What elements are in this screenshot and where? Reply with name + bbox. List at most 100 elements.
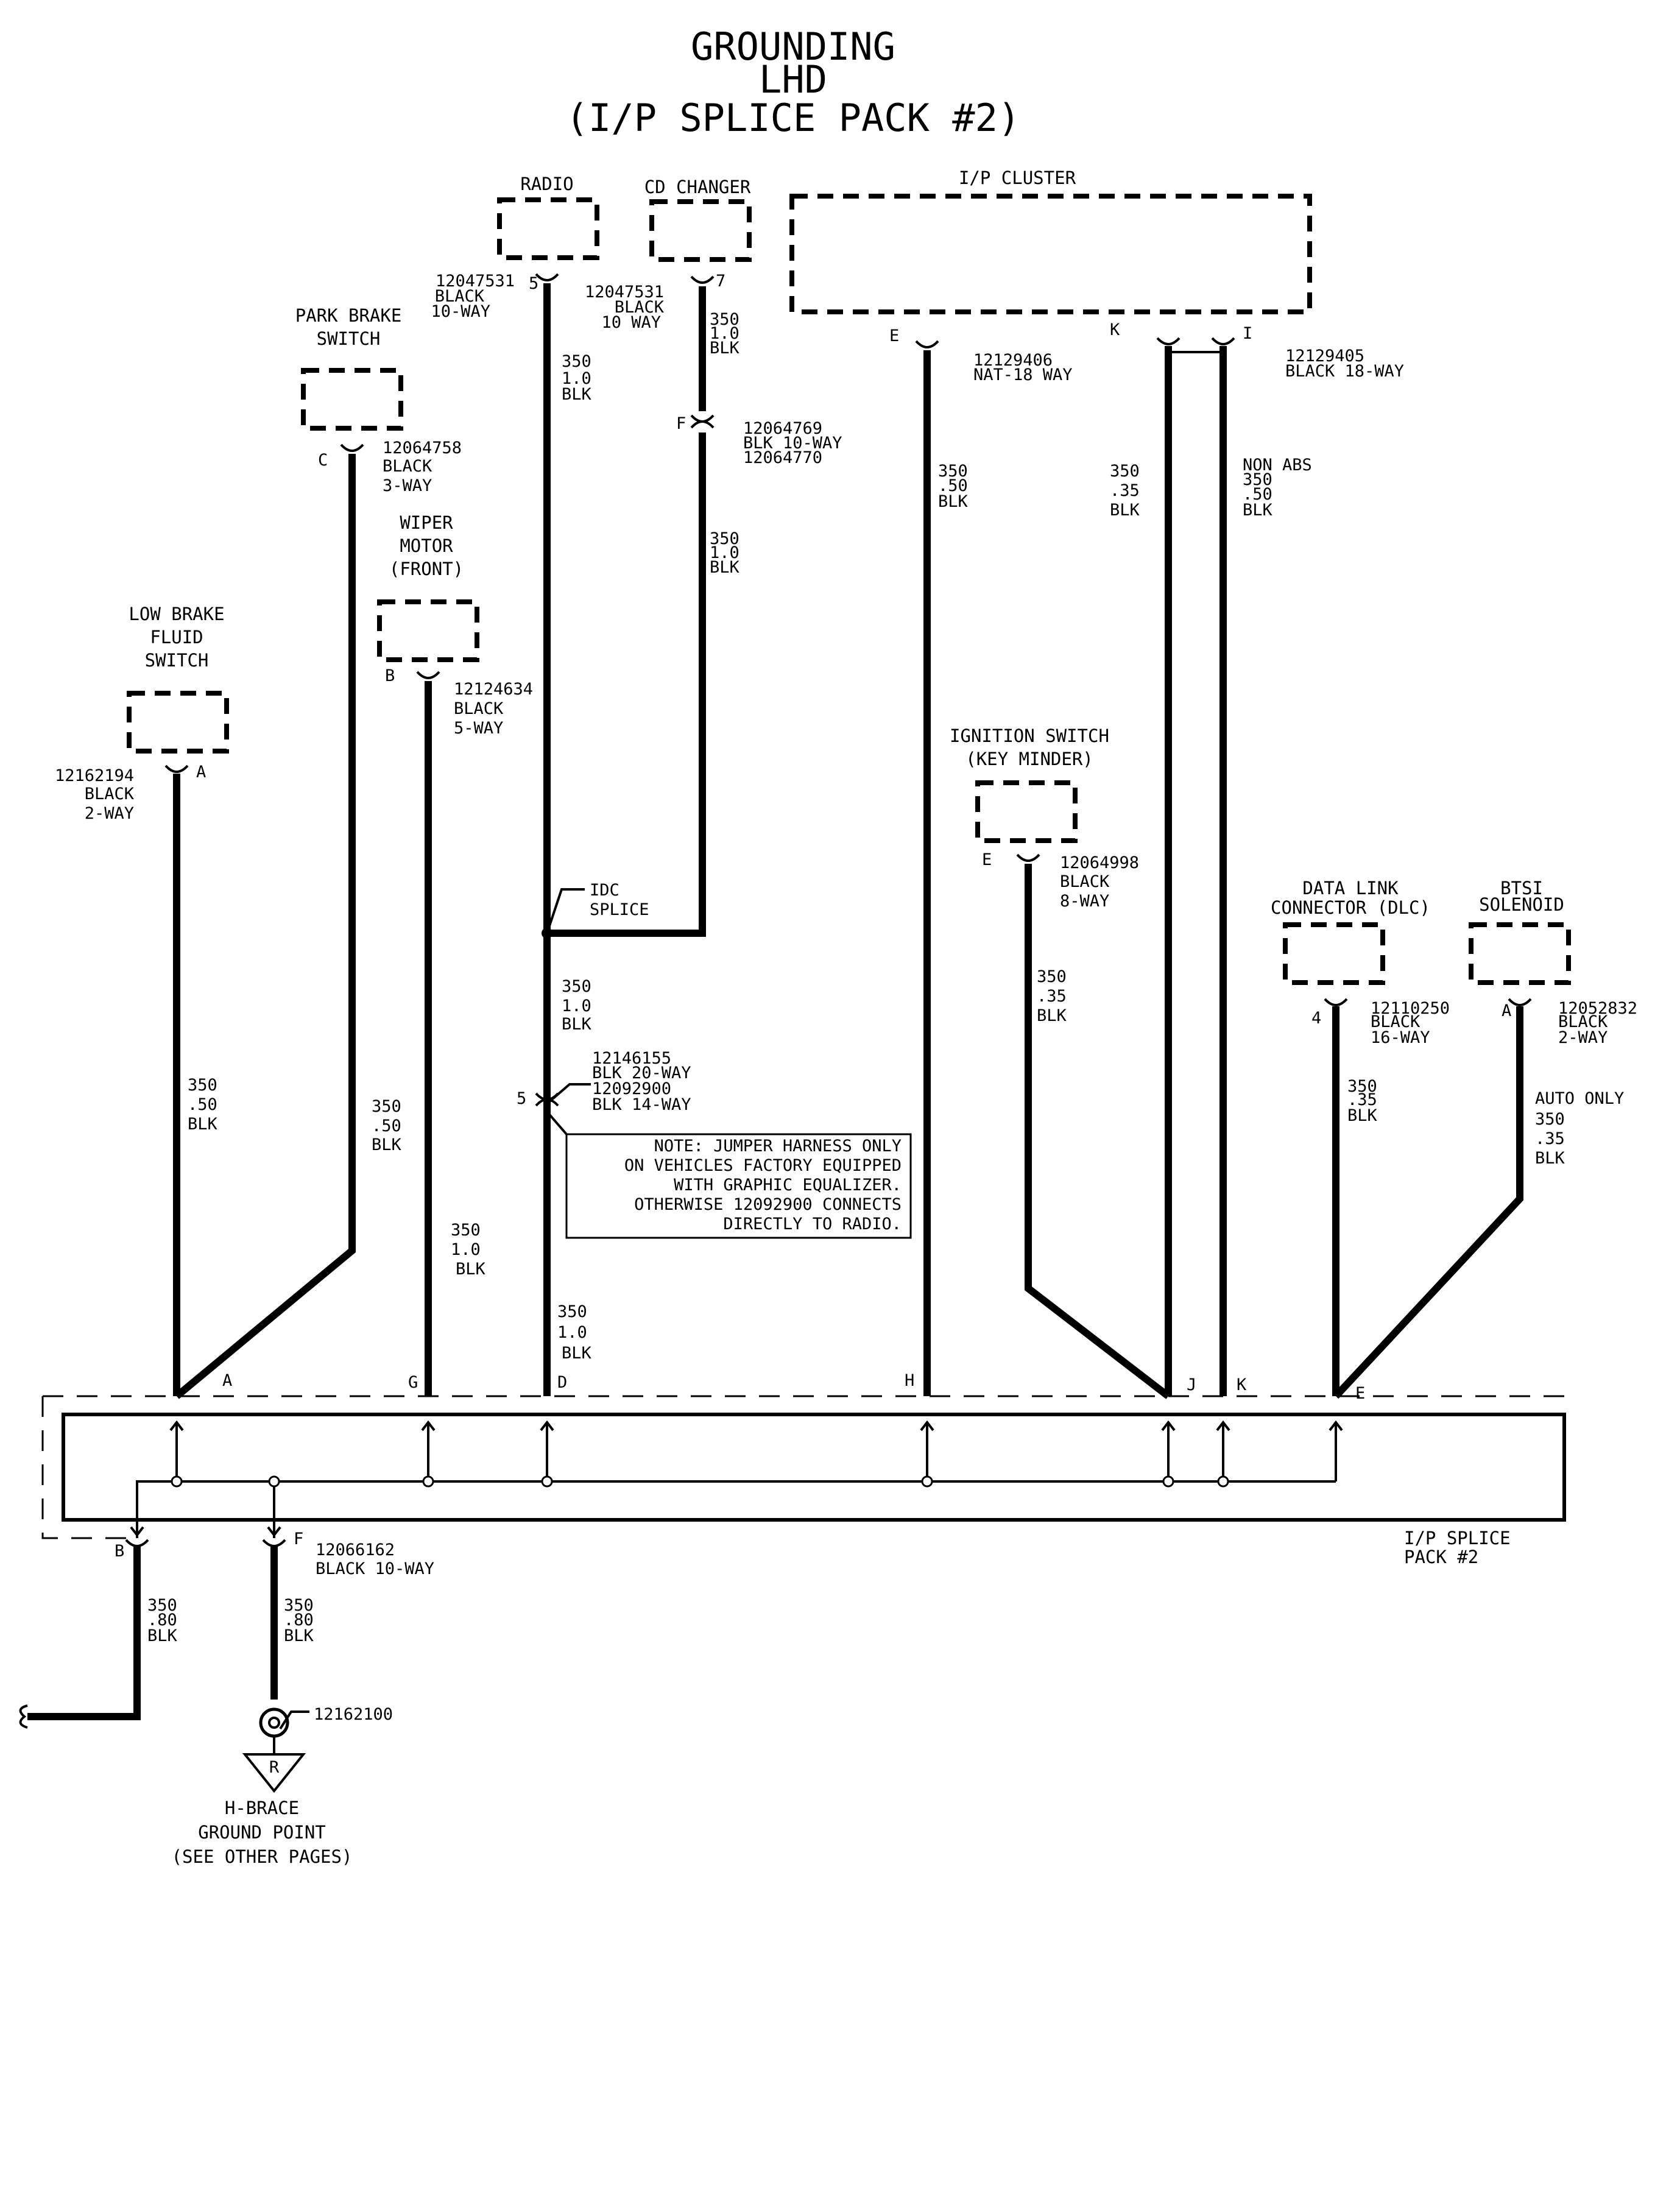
svg-text:1.0: 1.0 [562, 997, 591, 1015]
svg-text:350: 350 [1037, 967, 1067, 986]
svg-text:12064770: 12064770 [743, 448, 822, 467]
splice-pack: I/P SPLICE PACK #2 [41, 1395, 1566, 1567]
svg-text:350: 350 [188, 1076, 217, 1095]
svg-text:12064998: 12064998 [1060, 853, 1139, 872]
park-brake-label-1: PARK BRAKE [295, 305, 402, 326]
svg-text:BLK: BLK [562, 1344, 592, 1363]
svg-text:BLK: BLK [372, 1135, 402, 1154]
radio-box [497, 197, 599, 260]
svg-text:E: E [982, 850, 992, 869]
note-line-1: NOTE: JUMPER HARNESS ONLY [654, 1137, 902, 1156]
dlc-box [1283, 922, 1385, 985]
wire-cd-lower [547, 432, 706, 937]
cd-changer-box [649, 199, 752, 262]
svg-text:BLACK: BLACK [615, 298, 665, 317]
svg-text:12047531: 12047531 [436, 272, 515, 291]
note-line-5: DIRECTLY TO RADIO. [723, 1215, 902, 1234]
low-brake-fluid-switch: LOW BRAKE FLUID SWITCH [127, 604, 229, 754]
wire-labels: 350 1.0 BLK 350 1.0 BLK 350 1.0 BLK 350 … [147, 310, 1624, 1645]
svg-text:12124634: 12124634 [454, 680, 533, 699]
ip-cluster: I/P CLUSTER [789, 168, 1312, 314]
svg-text:.35: .35 [1037, 987, 1067, 1006]
svg-text:K: K [1237, 1375, 1247, 1394]
park-brake-label-2: SWITCH [317, 328, 381, 349]
ground-label-2: GROUND POINT [198, 1822, 326, 1843]
svg-text:350: 350 [938, 462, 968, 481]
svg-text:1.0: 1.0 [710, 324, 739, 343]
svg-text:BLK: BLK [562, 385, 592, 404]
svg-text:1.0: 1.0 [557, 1323, 587, 1342]
svg-text:B: B [115, 1542, 124, 1561]
svg-text:350: 350 [1243, 470, 1272, 489]
svg-text:12047531: 12047531 [585, 283, 664, 302]
svg-text:BLACK: BLACK [454, 699, 504, 718]
svg-text:I: I [1243, 324, 1252, 343]
svg-text:.80: .80 [284, 1611, 314, 1629]
btsi-solenoid: BTSI SOLENOID [1469, 878, 1571, 985]
splice-pack-bus [136, 1480, 1336, 1538]
ignition-switch: IGNITION SWITCH (KEY MINDER) [950, 725, 1109, 843]
ground-label-3: (SEE OTHER PAGES) [172, 1846, 353, 1867]
svg-text:350: 350 [147, 1596, 177, 1615]
data-link-connector: DATA LINK CONNECTOR (DLC) [1271, 878, 1430, 985]
connector-labels: 12047531 BLACK 10-WAY 5 12047531 BLACK 1… [55, 272, 1637, 1578]
svg-text:350: 350 [562, 352, 591, 371]
svg-text:BLK: BLK [710, 339, 740, 358]
svg-text:12162194: 12162194 [55, 766, 134, 785]
svg-text:BLK: BLK [456, 1260, 486, 1279]
note-line-3: WITH GRAPHIC EQUALIZER. [674, 1176, 902, 1195]
svg-text:12146155: 12146155 [592, 1049, 671, 1068]
diagram-title-line2: LHD [759, 57, 827, 102]
lowbrake-label-3: SWITCH [145, 650, 209, 671]
note-box: NOTE: JUMPER HARNESS ONLY ON VEHICLES FA… [546, 1110, 912, 1239]
svg-text:.80: .80 [147, 1611, 177, 1629]
lowbrake-label-1: LOW BRAKE [129, 604, 224, 624]
svg-text:D: D [557, 1373, 567, 1392]
lowbrake-label-2: FLUID [150, 627, 203, 648]
ground-triangle [242, 1753, 306, 1793]
leader-lines [546, 888, 591, 1105]
svg-text:A: A [222, 1371, 232, 1390]
svg-text:BLACK 18-WAY: BLACK 18-WAY [1285, 362, 1404, 381]
svg-text:350: 350 [451, 1221, 481, 1240]
svg-text:A: A [196, 763, 206, 782]
ground-point: R H-BRACE GROUND POINT (SEE OTHER PAGES)… [172, 1705, 393, 1867]
note-line-4: OTHERWISE 12092900 CONNECTS [634, 1195, 902, 1214]
svg-text:.35: .35 [1347, 1090, 1377, 1109]
svg-text:BLK: BLK [188, 1115, 218, 1134]
svg-text:10-WAY: 10-WAY [431, 302, 490, 321]
svg-text:1.0: 1.0 [710, 543, 739, 562]
svg-text:10 WAY: 10 WAY [601, 313, 661, 332]
splice-pack-body [62, 1413, 1566, 1522]
ip-cluster-label: I/P CLUSTER [959, 168, 1076, 188]
svg-text:AUTO ONLY: AUTO ONLY [1535, 1089, 1624, 1108]
svg-text:.50: .50 [372, 1117, 401, 1135]
connector-symbols [125, 273, 1532, 1547]
svg-text:SPLICE: SPLICE [590, 900, 649, 919]
svg-text:350: 350 [284, 1596, 314, 1615]
svg-text:1.0: 1.0 [451, 1240, 481, 1259]
svg-text:12129406: 12129406 [973, 351, 1053, 370]
svg-text:350: 350 [710, 310, 739, 329]
svg-text:BLACK: BLACK [435, 287, 485, 306]
svg-text:2-WAY: 2-WAY [85, 804, 134, 823]
diagram-title-line3: (I/P SPLICE PACK #2) [566, 96, 1021, 140]
wiper-label-1: WIPER [400, 512, 453, 533]
svg-text:350: 350 [1110, 462, 1140, 481]
svg-text:BLK: BLK [1110, 501, 1140, 520]
svg-text:5-WAY: 5-WAY [454, 719, 503, 738]
svg-text:350: 350 [557, 1302, 587, 1321]
ground-pin-r: R [269, 1758, 280, 1777]
svg-text:350: 350 [372, 1097, 401, 1116]
svg-text:1.0: 1.0 [562, 369, 591, 388]
svg-text:K: K [1110, 320, 1120, 339]
svg-text:BLK 14-WAY: BLK 14-WAY [592, 1095, 691, 1114]
svg-text:12064758: 12064758 [383, 439, 462, 457]
cd-changer: CD CHANGER [644, 177, 752, 262]
radio-label: RADIO [520, 174, 573, 194]
svg-text:B: B [385, 666, 395, 685]
ign-box [975, 780, 1078, 843]
btsi-box [1469, 922, 1571, 985]
wiper-motor: WIPER MOTOR (FRONT) [377, 512, 479, 662]
